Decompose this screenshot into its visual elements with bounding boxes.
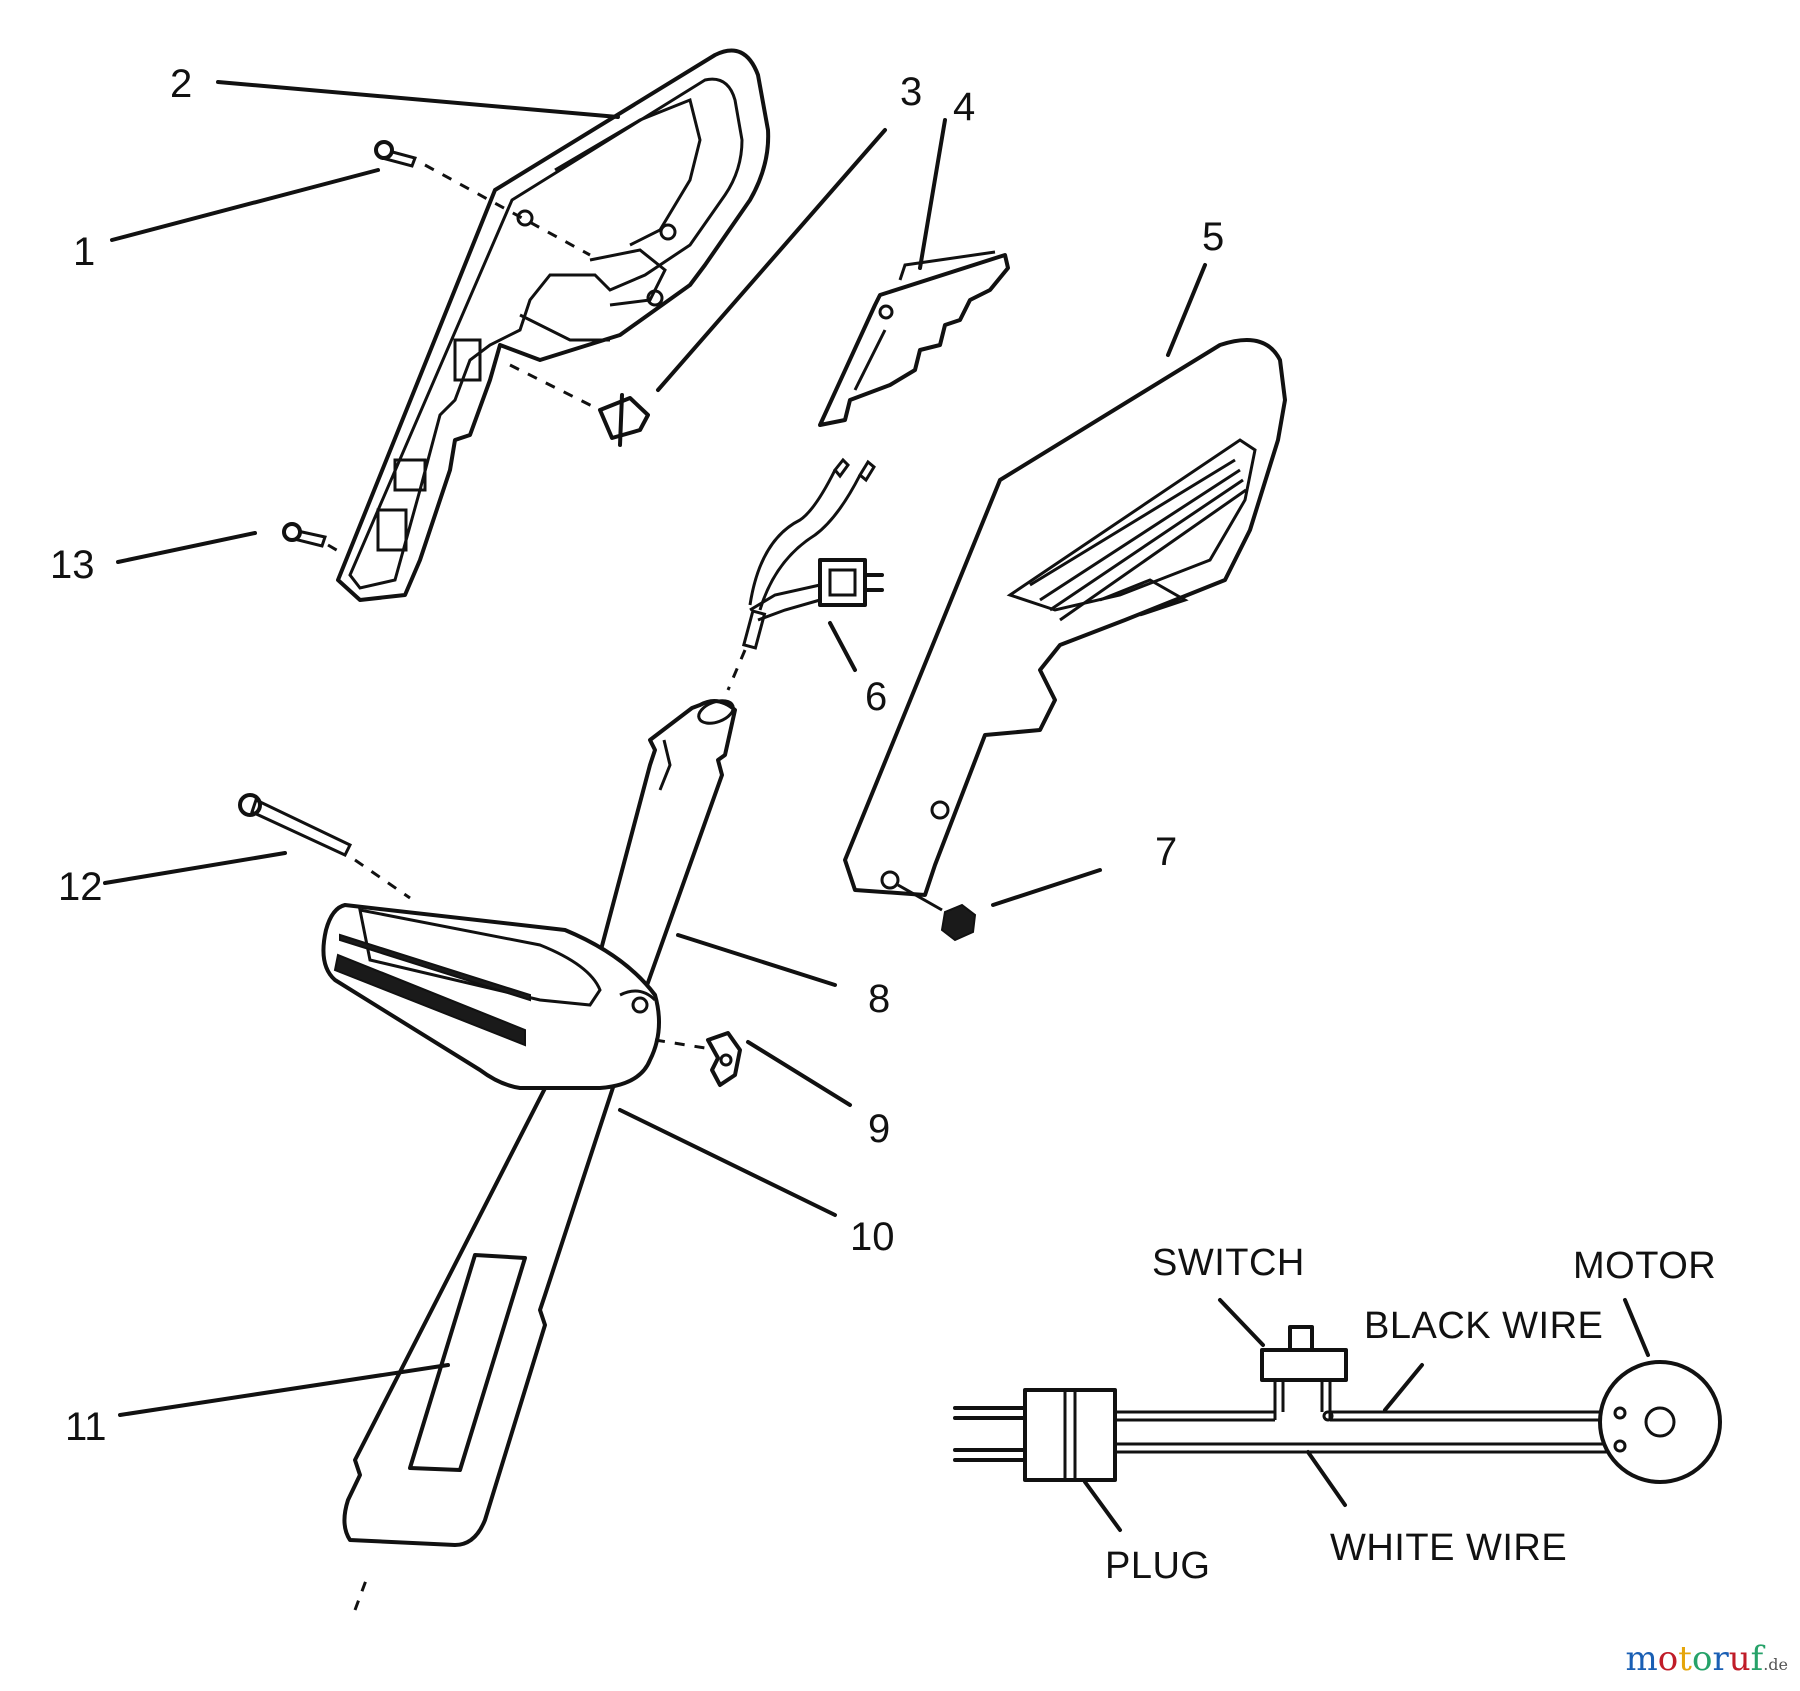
- motor-symbol: [1598, 1360, 1722, 1484]
- switch-symbol: [1260, 1348, 1348, 1382]
- callout-2: 2: [170, 62, 192, 106]
- right-handle-half: [843, 338, 1287, 897]
- callout-numbers: 2 1 3 4 5 13 6 7 12 8 9 10 11: [50, 62, 1224, 1449]
- bolt-part-12: [238, 793, 411, 900]
- callout-9: 9: [868, 1107, 890, 1151]
- callout-1: 1: [73, 230, 95, 274]
- left-handle-half: [336, 48, 771, 602]
- screw-part-13: [282, 522, 346, 557]
- screw-part-1: [374, 140, 591, 257]
- watermark-letter: f: [1750, 1639, 1764, 1679]
- callout-5: 5: [1202, 215, 1224, 259]
- watermark-letter: o: [1657, 1639, 1679, 1679]
- callout-7: 7: [1155, 830, 1177, 874]
- callout-10: 10: [850, 1215, 895, 1259]
- callout-3: 3: [900, 70, 922, 114]
- watermark-letter: u: [1728, 1639, 1751, 1679]
- callout-12: 12: [58, 865, 103, 909]
- callout-11: 11: [65, 1405, 107, 1449]
- wiring-schematic: SWITCH MOTOR BLACK WIRE WHITE WIRE PLUG: [953, 1242, 1722, 1587]
- watermark-letter: o: [1691, 1639, 1713, 1679]
- plug-body: [1023, 1388, 1117, 1482]
- callout-6: 6: [865, 675, 887, 719]
- watermark-letter: r: [1712, 1639, 1729, 1679]
- motor-label: MOTOR: [1573, 1245, 1716, 1287]
- switch-part-6: [726, 457, 884, 691]
- callout-leaders: [103, 80, 1207, 1417]
- callout-8: 8: [868, 977, 890, 1021]
- callout-4: 4: [953, 85, 975, 129]
- plug-label: PLUG: [1105, 1545, 1210, 1587]
- watermark: motoruf.de: [1626, 1639, 1788, 1679]
- watermark-letter: t: [1678, 1639, 1692, 1679]
- switch-clip-part-3: [509, 363, 650, 447]
- watermark-letter: m: [1625, 1639, 1658, 1679]
- wing-nut-part-9: [654, 1031, 742, 1087]
- black-wire-label: BLACK WIRE: [1364, 1305, 1603, 1347]
- callout-13: 13: [50, 543, 95, 587]
- white-wire-label: WHITE WIRE: [1330, 1527, 1567, 1569]
- switch-label: SWITCH: [1152, 1242, 1305, 1284]
- trigger-part-4: [818, 250, 1010, 427]
- nut-part-7: [897, 883, 977, 942]
- shaft-part-10: [342, 699, 737, 1611]
- watermark-tld: .de: [1763, 1655, 1788, 1674]
- front-handle-part-8: [321, 903, 661, 1090]
